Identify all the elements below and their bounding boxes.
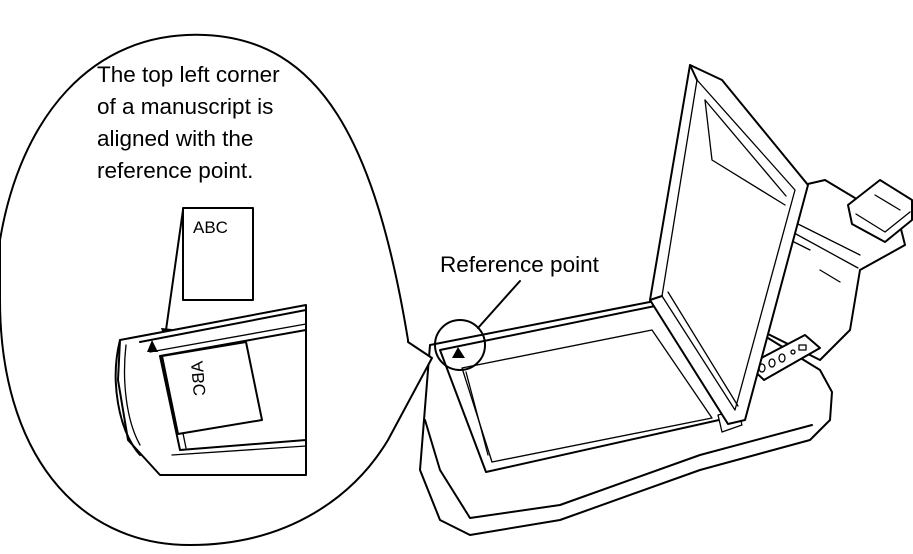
panel-switch-icon (798, 344, 807, 351)
callout-line-3: aligned with the (97, 126, 253, 151)
scanner-base-front-edge (424, 419, 813, 519)
reference-leader-line (477, 280, 521, 329)
reference-point-label: Reference point (440, 252, 600, 277)
magnified-callout: The top left corner of a manuscript is a… (0, 33, 433, 546)
panel-button-icon (768, 358, 776, 368)
panel-led-icon (790, 349, 796, 355)
callout-line-2: of a manuscript is (97, 94, 273, 119)
magnified-glass (159, 329, 307, 451)
flatbed-scanner-icon (419, 64, 913, 536)
manuscript-text-mirrored: ABC (188, 360, 210, 396)
callout-line-4: reference point. (97, 158, 253, 183)
panel-button-icon (778, 353, 786, 363)
callout-line-1: The top left corner (97, 62, 280, 87)
feeder-input-tray (847, 179, 913, 243)
manuscript-text: ABC (193, 218, 228, 237)
manuscript-on-glass (161, 341, 263, 435)
alignment-arrow (165, 209, 184, 331)
manuscript-sheet (182, 207, 254, 301)
reference-point-marker (452, 347, 465, 358)
reference-point-circle (434, 319, 486, 371)
scanner-lid-inner (661, 79, 796, 411)
magnified-reference-marker (147, 340, 158, 352)
